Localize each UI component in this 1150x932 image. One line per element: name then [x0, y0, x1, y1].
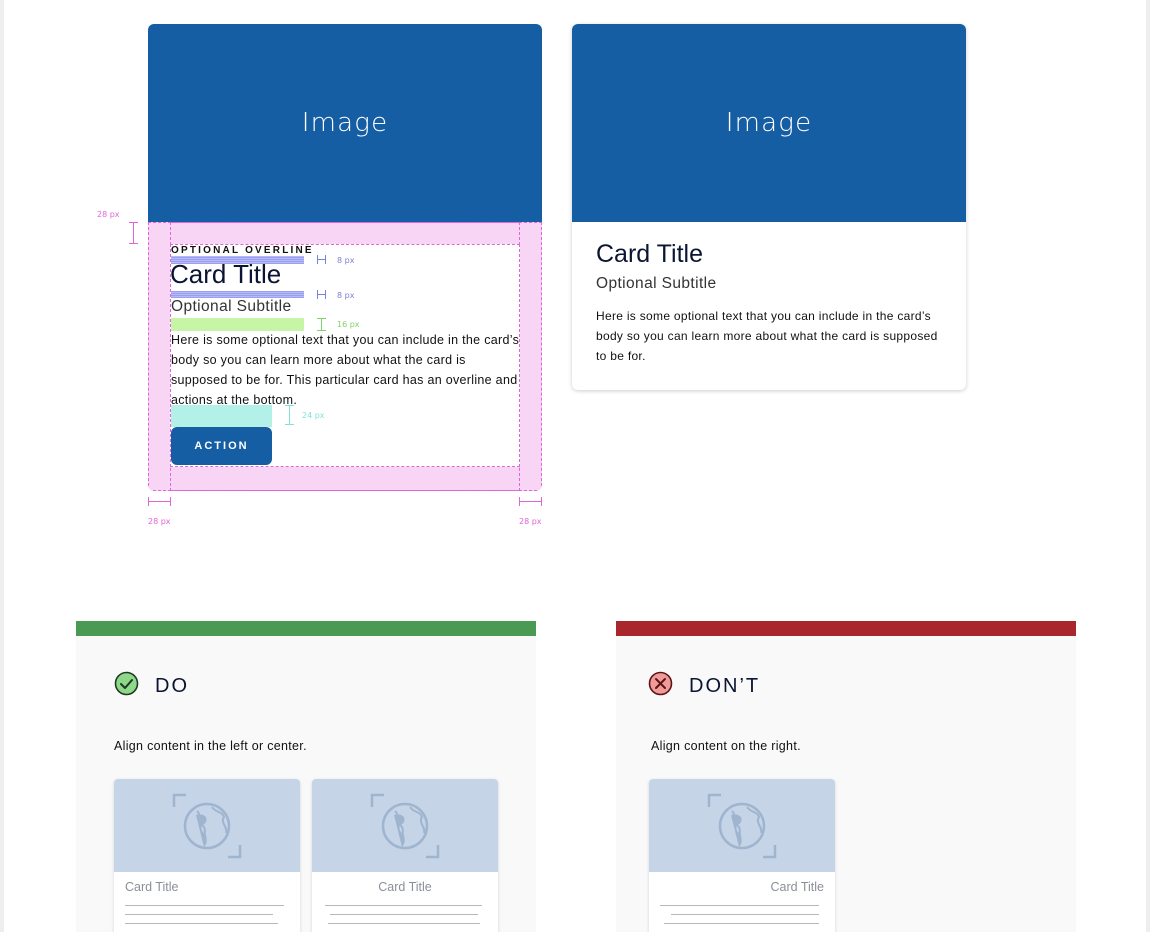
text-line	[325, 905, 482, 906]
text-line	[664, 923, 819, 924]
subtitle-gap-bracket	[317, 318, 326, 331]
globe-image-icon	[649, 779, 835, 872]
title-gap-bracket	[317, 290, 326, 299]
do-panel: DO Align content in the left or center. …	[76, 621, 536, 932]
card-body-text: Here is some optional text that you can …	[171, 333, 520, 407]
annotated-card: Image OPTIONAL OVERLINE Card Title Optio…	[148, 24, 542, 491]
title-gap-highlight	[171, 291, 304, 298]
mini-card-center-aligned: Card Title	[312, 779, 498, 932]
action-button[interactable]: ACTION	[171, 427, 272, 465]
card-image-placeholder: Image	[148, 24, 542, 222]
example-card: Image Card Title Optional Subtitle Here …	[572, 24, 966, 390]
dont-heading: DON’T	[648, 671, 760, 701]
right-padding-bracket	[519, 497, 542, 506]
title-gap-label: 8 px	[337, 291, 355, 300]
overline-gap-label: 8 px	[337, 256, 355, 265]
globe-image-icon	[114, 779, 300, 872]
right-padding-label: 28 px	[519, 517, 542, 526]
do-description: Align content in the left or center.	[114, 739, 307, 753]
do-label: DO	[155, 674, 189, 697]
card-title: Card Title	[596, 240, 703, 268]
card-title: Card Title	[170, 259, 282, 289]
dont-description: Align content on the right.	[651, 739, 801, 753]
card-subtitle: Optional Subtitle	[171, 298, 292, 315]
globe-image-icon	[312, 779, 498, 872]
dont-panel: DON’T Align content on the right. Card T…	[616, 621, 1076, 932]
card-body-text: Here is some optional text that you can …	[596, 309, 938, 363]
text-line	[125, 914, 273, 915]
text-line	[330, 914, 478, 915]
text-line	[671, 914, 819, 915]
text-line	[125, 923, 278, 924]
mini-card-right-aligned: Card Title	[649, 779, 835, 932]
text-line	[328, 923, 480, 924]
overline-gap-highlight	[171, 256, 304, 264]
page-right-border	[1146, 0, 1150, 932]
top-padding-bracket	[129, 222, 138, 244]
card-subtitle: Optional Subtitle	[596, 275, 717, 292]
x-circle-icon	[648, 671, 673, 701]
body-gap-label: 24 px	[302, 411, 325, 420]
dont-label: DON’T	[689, 674, 761, 697]
check-circle-icon	[114, 671, 139, 701]
do-heading: DO	[114, 671, 189, 701]
card-overline: OPTIONAL OVERLINE	[171, 245, 314, 256]
body-gap-highlight	[171, 405, 272, 427]
card-image-placeholder: Image	[572, 24, 966, 222]
do-color-bar	[76, 621, 536, 636]
mini-card-left-aligned: Card Title	[114, 779, 300, 932]
body-gap-bracket	[285, 405, 294, 425]
subtitle-gap-label: 16 px	[337, 320, 360, 329]
mini-card-title: Card Title	[125, 880, 179, 894]
mini-card-title: Card Title	[378, 880, 432, 894]
dont-color-bar	[616, 621, 1076, 636]
left-padding-bracket	[148, 497, 171, 506]
overline-gap-bracket	[317, 255, 326, 264]
text-line	[660, 905, 819, 906]
page-left-border	[0, 0, 4, 932]
mini-card-title: Card Title	[770, 880, 825, 894]
text-line	[125, 905, 284, 906]
top-padding-label: 28 px	[97, 210, 120, 219]
subtitle-gap-highlight	[171, 318, 304, 331]
left-padding-label: 28 px	[148, 517, 171, 526]
